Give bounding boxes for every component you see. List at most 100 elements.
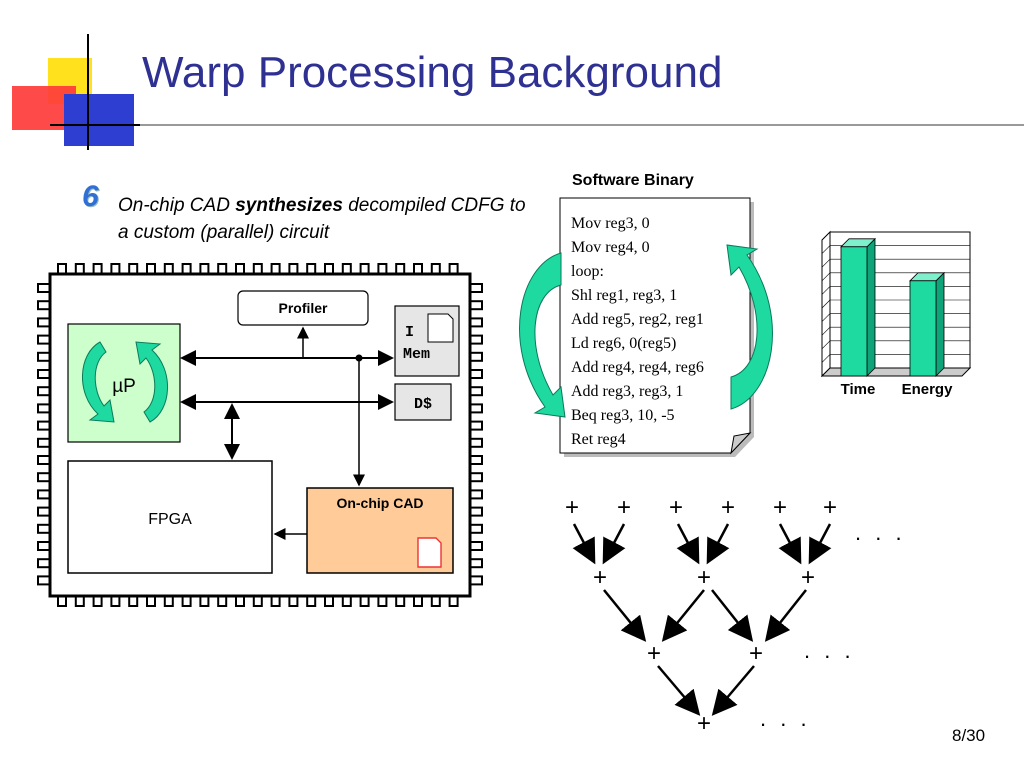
adder-node: + — [646, 640, 661, 667]
code-line: Add reg5, reg2, reg1 — [571, 311, 704, 328]
adder-node: + — [592, 564, 607, 591]
chip-pin-right — [469, 300, 483, 311]
chart-gridline-side — [821, 313, 831, 322]
imem-label-line2: Mem — [403, 346, 430, 363]
code-line: Shl reg1, reg3, 1 — [571, 287, 678, 304]
bar-side-energy — [935, 271, 945, 377]
document-fold — [730, 432, 752, 455]
software-binary-document — [519, 197, 773, 457]
chip-pin-right — [469, 455, 483, 465]
chip-pin-left — [37, 283, 51, 293]
adder-node: + — [616, 494, 631, 521]
chip-pin-left — [37, 558, 51, 569]
chip-diagram: Profiler µP I Mem D$ FPGA On-chip CAD — [37, 263, 483, 607]
time-energy-chart: Time Energy — [820, 230, 972, 398]
imem-document-icon — [427, 313, 454, 343]
adder-node: + — [668, 494, 683, 521]
continuation-dots: . . . — [804, 638, 855, 663]
tick-label-energy: Energy — [902, 381, 954, 398]
imem-label-line1: I — [405, 324, 414, 341]
slide-title: Warp Processing Background — [142, 48, 723, 97]
step-text: On-chip CAD synthesizes decompiled CDFG … — [118, 192, 538, 246]
bar-side-time — [866, 237, 876, 377]
code-line: Ld reg6, 0(reg5) — [571, 335, 677, 352]
profiler-box — [237, 290, 369, 326]
chip-pin-right — [469, 420, 483, 431]
chart-gridline-side — [821, 299, 831, 309]
tree-edges — [572, 523, 832, 716]
left-cycle-arrow-icon — [519, 252, 566, 418]
adder-node: + — [772, 494, 787, 521]
adder-node: + — [696, 564, 711, 591]
chip-pin-right — [469, 403, 483, 414]
profiler-label: Profiler — [278, 300, 328, 316]
chip-pin-right — [469, 489, 483, 500]
chart-gridline-side — [821, 326, 831, 336]
adder-node: + — [720, 494, 735, 521]
chip-pin-left — [37, 541, 51, 551]
step-text-before: On-chip CAD — [118, 195, 236, 216]
code-line: Mov reg3, 0 — [571, 215, 650, 232]
chart-gridline-side — [821, 258, 831, 268]
code-line: Add reg4, reg4, reg6 — [571, 359, 704, 376]
chart-gridline-side — [821, 340, 831, 350]
code-line: Beq reg3, 10, -5 — [571, 407, 675, 424]
chip-pin-right — [469, 558, 483, 569]
cad-document-icon — [417, 537, 442, 568]
chart-gridline-side — [821, 245, 831, 254]
step-text-bold: synthesizes — [235, 195, 343, 216]
dcache-box — [394, 383, 452, 421]
chip-pin-right — [469, 575, 483, 586]
chip-pin-left — [37, 472, 51, 483]
chart-gridline-side — [821, 354, 831, 363]
bar-time — [840, 246, 868, 377]
chip-pin-right — [469, 541, 483, 551]
fpga-box — [67, 460, 273, 574]
continuation-dots: . . . — [760, 706, 811, 731]
chart-gridline-side — [821, 286, 831, 295]
cad-label: On-chip CAD — [336, 495, 423, 511]
chip-pin-right — [469, 437, 483, 448]
code-line: loop: — [571, 263, 604, 280]
chip-pin-right — [469, 472, 483, 483]
step-text-after: decompiled CDFG to a custom (parallel) c… — [118, 195, 526, 243]
chip-pin-right — [469, 334, 483, 345]
binary-code: Mov reg3, 0 Mov reg4, 0 loop: Shl reg1, reg… — [571, 212, 704, 452]
adder-node: + — [696, 710, 711, 737]
bar-energy — [909, 280, 937, 377]
up-left-arrow-icon — [82, 341, 115, 423]
adder-node: + — [564, 494, 579, 521]
logo-blue-square — [64, 94, 134, 146]
step-number: 6 — [82, 180, 99, 213]
chip-pin-left — [37, 575, 51, 586]
chip-pin-right — [469, 351, 483, 362]
chip-pin-right — [469, 506, 483, 517]
chip-pin-left — [37, 403, 51, 414]
chip-pin-left — [37, 437, 51, 448]
fpga-label: FPGA — [148, 511, 192, 528]
code-line: Mov reg4, 0 — [571, 239, 650, 256]
chip-pin-right — [469, 369, 483, 379]
chip-pin-left — [37, 334, 51, 345]
chip-pin-left — [37, 369, 51, 379]
title-underline — [140, 124, 1024, 126]
right-cycle-arrow-icon — [726, 244, 773, 410]
tick-label-time: Time — [841, 381, 876, 398]
chip-pin-left — [37, 317, 51, 328]
software-binary-title: Software Binary — [572, 172, 694, 189]
dcache-label: D$ — [414, 396, 432, 413]
up-right-arrow-icon — [135, 341, 168, 423]
adder-node: + — [822, 494, 837, 521]
chip-pin-right — [469, 523, 483, 534]
continuation-dots: . . . — [855, 520, 906, 545]
code-line: Add reg3, reg3, 1 — [571, 383, 684, 400]
adder-node: + — [748, 640, 763, 667]
parallel-circuit-tree — [572, 523, 832, 716]
page-number: 8/30 — [952, 726, 986, 745]
chip-pin-left — [37, 351, 51, 362]
chip-pin-left — [37, 489, 51, 500]
corner-logo — [12, 34, 150, 150]
up-label: µP — [112, 376, 136, 397]
chip-pin-right — [469, 386, 483, 397]
chip-pin-left — [37, 386, 51, 397]
